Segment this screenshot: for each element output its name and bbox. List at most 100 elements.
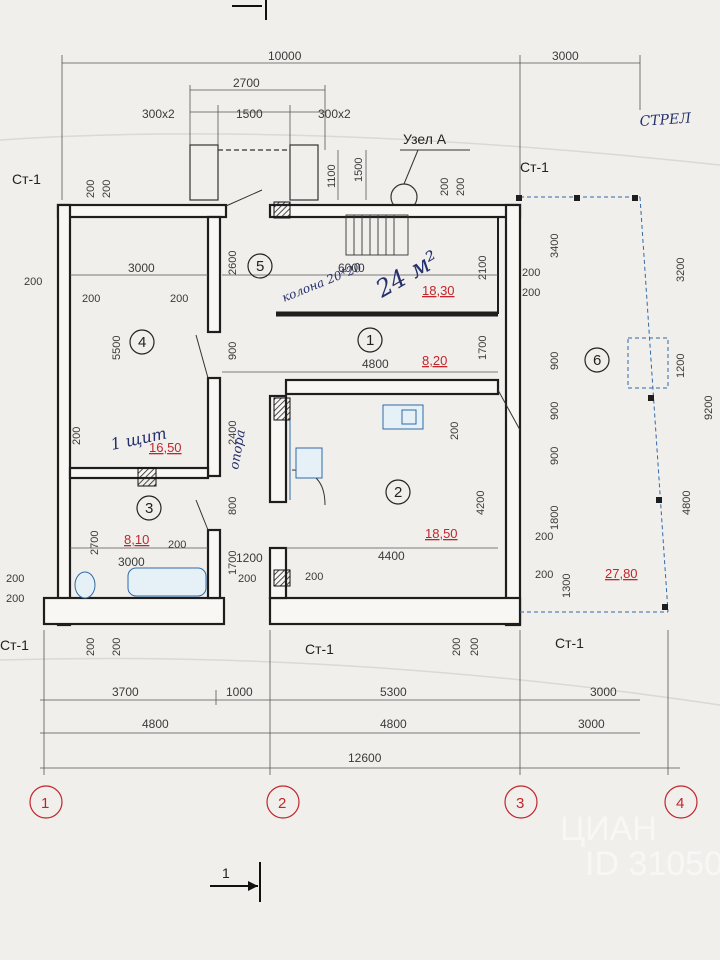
wall-type-label-4: Ст-1: [305, 641, 334, 657]
dim-200-r1: 200: [522, 267, 540, 279]
dim-900-b: 900: [549, 352, 561, 370]
kitchen-fixtures: [289, 404, 424, 500]
dim-3200: 3200: [675, 258, 687, 282]
wall-type-label-2: Ст-1: [520, 159, 549, 175]
room-2-number: 2: [394, 484, 402, 501]
grid-axes: [29, 785, 698, 819]
node-a-label: Узел А: [403, 131, 447, 147]
axis-1: 1: [41, 795, 49, 812]
watermark-logo: ЦИАН: [560, 810, 657, 848]
dim-4800-left: 4800: [142, 717, 169, 731]
axis-2: 2: [278, 795, 286, 812]
room-markers: [129, 253, 610, 521]
dim-200-v3: 200: [439, 178, 451, 196]
dim-4400: 4400: [378, 549, 405, 563]
dim-4200: 4200: [475, 491, 487, 515]
dim-200-v9: 200: [111, 638, 123, 656]
paper-fold-line-2: [0, 657, 720, 706]
terrace-posts: [516, 195, 668, 610]
dim-300x2-left: 300x2: [142, 107, 175, 121]
dim-3700: 3700: [112, 685, 139, 699]
dim-3000-bottom-1: 3000: [590, 685, 617, 699]
dim-1200: 1200: [236, 551, 263, 565]
dim-1700-b: 1700: [477, 336, 489, 360]
dim-200-b4: 200: [238, 573, 256, 585]
dim-1500: 1500: [236, 107, 263, 121]
dim-200-v2: 200: [101, 180, 113, 198]
dim-200-b5: 200: [305, 571, 323, 583]
dim-2400: 2400: [227, 421, 239, 445]
dim-900-a: 900: [227, 342, 239, 360]
room-1-area: 8,20: [422, 353, 447, 368]
dim-1100: 1100: [326, 164, 338, 188]
column-hatched-3: [137, 467, 157, 487]
dim-1300: 1300: [561, 574, 573, 598]
room-6-number: 6: [593, 352, 601, 369]
dim-2700: 2700: [233, 76, 260, 90]
room-5-area: 18,30: [422, 283, 455, 298]
top-section-arrow: [232, 0, 267, 20]
dim-3000-top: 3000: [552, 49, 579, 63]
dim-2600: 2600: [227, 251, 239, 275]
node-a-leader: [403, 149, 419, 185]
dim-200-left: 200: [24, 276, 42, 288]
dim-3000-room4: 3000: [128, 261, 155, 275]
dim-200-r3: 200: [535, 531, 553, 543]
dim-1800: 1800: [549, 506, 561, 530]
dim-3000-bath: 3000: [118, 555, 145, 569]
dim-200-b3: 200: [168, 539, 186, 551]
dim-200-b1: 200: [6, 573, 24, 585]
room-5-number: 5: [256, 258, 264, 275]
dim-5300: 5300: [380, 685, 407, 699]
dim-200-v1: 200: [85, 180, 97, 198]
top-dimensions: [61, 55, 641, 200]
room-3-area: 8,10: [124, 532, 149, 547]
dim-2700-bath: 2700: [89, 531, 101, 555]
dim-900-d: 900: [549, 447, 561, 465]
column-hatched-4: [273, 569, 291, 587]
dim-800: 800: [227, 497, 239, 515]
dim-200-v4: 200: [455, 178, 467, 196]
interior-stair: [345, 214, 409, 256]
room-4-area: 16,50: [149, 440, 182, 455]
wall-type-label-5: Ст-1: [555, 635, 584, 651]
dim-3000-bottom-2: 3000: [578, 717, 605, 731]
column-hatched-1: [273, 201, 291, 219]
room-4-number: 4: [138, 334, 146, 351]
dim-200-b2: 200: [6, 593, 24, 605]
walls: [42, 203, 522, 627]
dim-200-wall: 200: [170, 293, 188, 305]
dim-200-r4: 200: [535, 569, 553, 581]
handwritten-support-note: опора: [227, 429, 249, 471]
section-arrow: [248, 881, 258, 891]
dim-200-v8: 200: [85, 638, 97, 656]
wall-type-label-1: Ст-1: [12, 171, 41, 187]
dim-1700-a: 1700: [227, 551, 239, 575]
dim-300x2-right: 300x2: [318, 107, 351, 121]
dim-900-c: 900: [549, 402, 561, 420]
dim-200-k: 200: [449, 422, 461, 440]
dim-200-v7: 200: [469, 638, 481, 656]
paper-fold-line: [0, 133, 720, 166]
axis-3: 3: [516, 795, 524, 812]
bottom-dimensions: [40, 630, 680, 775]
room-2-area: 18,50: [425, 526, 458, 541]
dim-4800-center: 4800: [380, 717, 407, 731]
dim-1000: 1000: [226, 685, 253, 699]
dim-200-r2: 200: [522, 287, 540, 299]
axis-4: 4: [676, 795, 684, 812]
dim-9200: 9200: [703, 396, 715, 420]
dim-1500-v: 1500: [353, 158, 365, 182]
dim-4800-mid: 4800: [362, 357, 389, 371]
dim-6000: 6000: [338, 261, 365, 275]
room-3-number: 3: [145, 500, 153, 517]
column-hatched-2: [273, 397, 291, 421]
bathroom-fixtures: [74, 567, 207, 599]
dim-2100: 2100: [477, 256, 489, 280]
dim-200-v5: 200: [71, 427, 83, 445]
dim-200-v6: 200: [451, 638, 463, 656]
dim-200-inner: 200: [82, 293, 100, 305]
dim-3400: 3400: [549, 234, 561, 258]
